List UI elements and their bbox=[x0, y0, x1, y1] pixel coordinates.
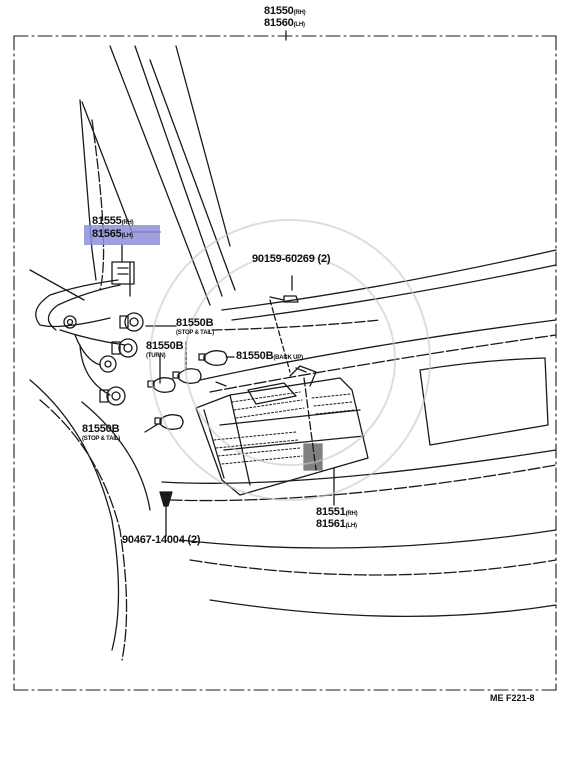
highlight-81565 bbox=[84, 225, 160, 245]
harness-wire-2 bbox=[47, 284, 121, 331]
harness-branch-1 bbox=[59, 329, 126, 346]
label-81560-lh: 81560(LH) bbox=[264, 17, 305, 29]
rear-combination-lamp bbox=[195, 365, 369, 496]
label-81551-rh: 81551(RH) bbox=[316, 506, 358, 518]
frame-border bbox=[13, 35, 557, 691]
label-81550b-stop-tail-top: 81550B (STOP & TAIL) bbox=[176, 317, 215, 337]
bumper-line-4 bbox=[209, 599, 557, 617]
label-81550b-turn: 81550B (TURN) bbox=[146, 340, 184, 360]
rear-panel-line bbox=[209, 334, 557, 393]
socket-2 bbox=[111, 338, 138, 358]
trunk-line-1 bbox=[221, 249, 557, 311]
bumper-line-1 bbox=[169, 464, 557, 502]
bumper-line-3 bbox=[189, 559, 557, 576]
pillar-line-2 bbox=[134, 45, 223, 297]
clip bbox=[159, 491, 173, 537]
watermark-emblem bbox=[149, 219, 431, 501]
bulb-stop-tail-upper bbox=[172, 368, 202, 384]
pillar-line-3 bbox=[149, 59, 236, 291]
bulb-backup bbox=[198, 350, 228, 366]
figure-reference: ME F221-8 bbox=[490, 693, 535, 703]
quarter-line-1 bbox=[29, 379, 120, 651]
harness-branch-3 bbox=[79, 344, 111, 396]
plate-recess bbox=[419, 357, 549, 446]
pillar-line-4 bbox=[175, 45, 231, 247]
label-81550b-backup: 81550B(BACK UP) bbox=[236, 350, 303, 362]
label-81550-rh: 81550(RH) bbox=[264, 5, 306, 17]
trunk-line-3 bbox=[211, 319, 381, 331]
pillar-outer bbox=[79, 99, 97, 281]
label-81561-lh: 81561(LH) bbox=[316, 518, 357, 530]
side-line bbox=[29, 269, 85, 301]
trunk-line-2 bbox=[231, 264, 557, 321]
label-90159-60269: 90159-60269 (2) bbox=[252, 253, 331, 265]
pillar-line-1 bbox=[109, 45, 211, 306]
label-90467-14004: 90467-14004 (2) bbox=[122, 534, 201, 546]
bulb-stop-tail-lower bbox=[154, 414, 184, 430]
bumper-line-2 bbox=[179, 529, 557, 549]
socket-1 bbox=[119, 312, 144, 332]
harness-connector bbox=[111, 261, 135, 285]
socket-3 bbox=[99, 355, 117, 373]
screw-guide bbox=[269, 299, 291, 373]
socket-5 bbox=[63, 315, 77, 329]
quarter-line-2 bbox=[39, 399, 128, 661]
label-81555-rh: 81555(RH) bbox=[92, 215, 134, 227]
quarter-line-3 bbox=[81, 401, 151, 511]
harness-branch-2 bbox=[74, 334, 101, 366]
bumper-top bbox=[161, 449, 557, 484]
label-81550b-stop-tail-bottom: 81550B (STOP & TAIL) bbox=[82, 423, 121, 443]
label-81565-lh: 81565(LH) bbox=[92, 228, 133, 240]
harness-wire bbox=[35, 279, 119, 328]
screw bbox=[269, 275, 299, 303]
pillar-inner bbox=[81, 101, 161, 233]
rear-panel-top bbox=[199, 319, 557, 381]
socket-4 bbox=[99, 386, 126, 406]
